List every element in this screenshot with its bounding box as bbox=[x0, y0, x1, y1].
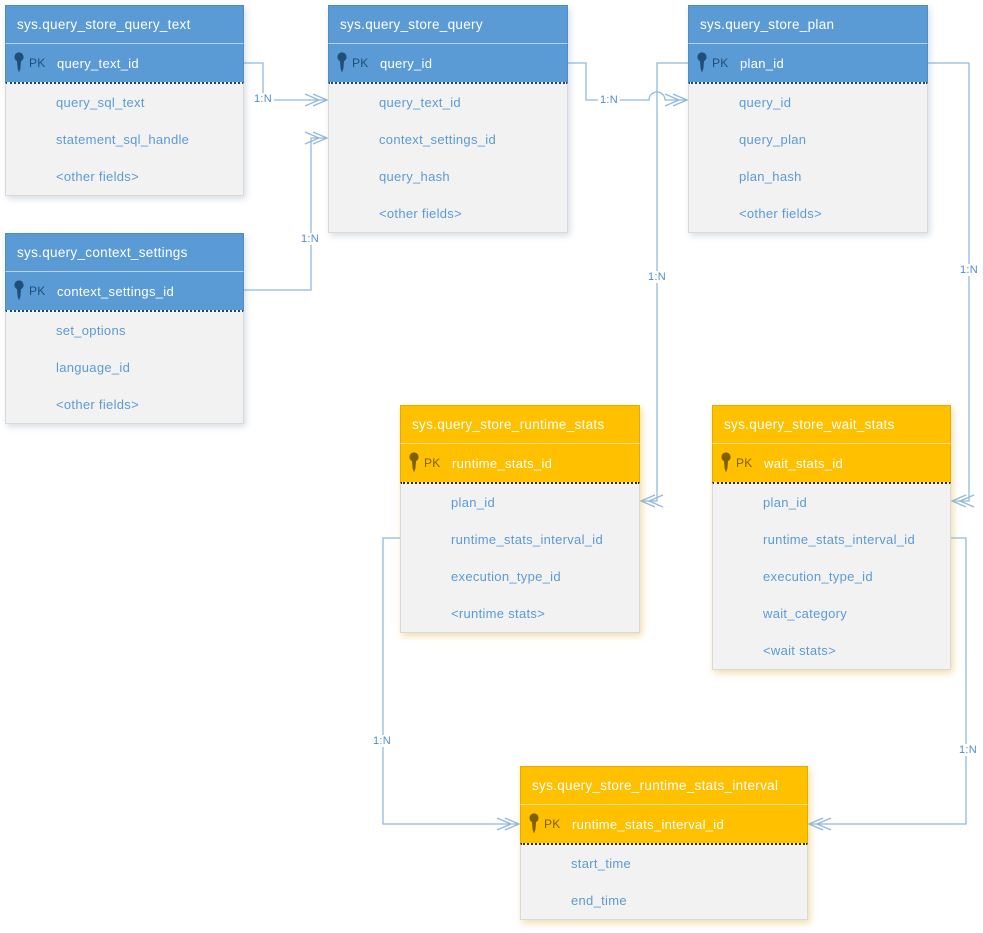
many-arrow-icon bbox=[664, 93, 689, 107]
field-row: set_options bbox=[56, 323, 126, 338]
entity-title: sys.query_store_runtime_stats_interval bbox=[520, 766, 808, 805]
pk-badge: PK bbox=[544, 817, 561, 831]
many-arrow-icon bbox=[639, 494, 664, 508]
pk-row: PK query_text_id bbox=[5, 44, 244, 82]
field-row: <other fields> bbox=[56, 397, 139, 412]
field-row: query_sql_text bbox=[56, 95, 145, 110]
primary-key-icon bbox=[529, 812, 539, 833]
field-row: start_time bbox=[571, 856, 632, 871]
connector-line bbox=[568, 62, 686, 101]
pk-badge: PK bbox=[736, 456, 753, 470]
entity-query-store-wait-stats[interactable]: sys.query_store_wait_stats PK wait_stats… bbox=[712, 405, 951, 670]
many-arrow-icon bbox=[950, 494, 975, 508]
cardinality-label: 1:N bbox=[370, 735, 394, 747]
field-row: <other fields> bbox=[56, 169, 139, 184]
field-list: plan_id runtime_stats_interval_id executio… bbox=[712, 482, 951, 670]
pk-row: PK plan_id bbox=[688, 44, 928, 82]
field-row: execution_type_id bbox=[451, 569, 561, 584]
entity-title: sys.query_store_wait_stats bbox=[712, 405, 951, 444]
field-row: plan_id bbox=[451, 495, 496, 510]
pk-field-name: context_settings_id bbox=[57, 283, 174, 299]
primary-key-icon bbox=[721, 451, 731, 472]
cardinality-label: 1:N bbox=[251, 93, 275, 105]
field-list: start_time end_time bbox=[520, 843, 808, 920]
field-list: query_text_id context_settings_id query_ha… bbox=[328, 82, 568, 233]
field-row: plan_hash bbox=[739, 169, 802, 184]
field-row: execution_type_id bbox=[763, 569, 873, 584]
cardinality-label: 1:N bbox=[645, 271, 669, 283]
field-row: <runtime stats> bbox=[451, 606, 546, 621]
pk-field-name: wait_stats_id bbox=[764, 455, 844, 471]
field-list: plan_id runtime_stats_interval_id executio… bbox=[400, 482, 640, 633]
field-row: plan_id bbox=[763, 495, 808, 510]
primary-key-icon bbox=[14, 51, 24, 72]
primary-key-icon bbox=[697, 51, 707, 72]
pk-row: PK runtime_stats_interval_id bbox=[520, 805, 808, 843]
field-row: query_hash bbox=[379, 169, 450, 184]
entity-query-store-plan[interactable]: sys.query_store_plan PK plan_id query_id… bbox=[688, 5, 928, 233]
cardinality-label: 1:N bbox=[957, 264, 981, 276]
entity-query-store-runtime-stats[interactable]: sys.query_store_runtime_stats PK runtime… bbox=[400, 405, 640, 633]
entity-query-store-query[interactable]: sys.query_store_query PK query_id query_… bbox=[328, 5, 568, 233]
field-row: <wait stats> bbox=[763, 643, 836, 658]
cardinality-label: 1:N bbox=[597, 94, 621, 106]
field-list: set_options language_id <other fields> bbox=[5, 310, 244, 424]
pk-badge: PK bbox=[424, 456, 441, 470]
many-arrow-icon bbox=[807, 817, 832, 831]
field-row: wait_category bbox=[763, 606, 848, 621]
pk-row: PK query_id bbox=[328, 44, 568, 82]
field-row: runtime_stats_interval_id bbox=[763, 532, 916, 547]
entity-title: sys.query_store_query_text bbox=[5, 5, 244, 44]
field-row: <other fields> bbox=[739, 206, 822, 221]
pk-field-name: runtime_stats_interval_id bbox=[572, 816, 725, 832]
entity-title: sys.query_context_settings bbox=[5, 233, 244, 272]
cardinality-label: 1:N bbox=[298, 233, 322, 245]
pk-row: PK context_settings_id bbox=[5, 272, 244, 310]
field-row: <other fields> bbox=[379, 206, 462, 221]
field-row: end_time bbox=[571, 893, 627, 908]
field-row: query_id bbox=[739, 95, 792, 110]
pk-field-name: runtime_stats_id bbox=[452, 455, 553, 471]
entity-query-context-settings[interactable]: sys.query_context_settings PK context_se… bbox=[5, 233, 244, 424]
field-list: query_id query_plan plan_hash <other fields… bbox=[688, 82, 928, 233]
pk-row: PK runtime_stats_id bbox=[400, 444, 640, 482]
pk-badge: PK bbox=[352, 56, 369, 70]
entity-title: sys.query_store_runtime_stats bbox=[400, 405, 640, 444]
pk-field-name: plan_id bbox=[740, 55, 785, 71]
field-row: context_settings_id bbox=[379, 132, 496, 147]
field-row: query_text_id bbox=[379, 95, 461, 110]
pk-badge: PK bbox=[712, 56, 729, 70]
primary-key-icon bbox=[337, 51, 347, 72]
field-list: query_sql_text statement_sql_handle <other… bbox=[5, 82, 244, 196]
field-row: language_id bbox=[56, 360, 131, 375]
entity-title: sys.query_store_plan bbox=[688, 5, 928, 44]
many-arrow-icon bbox=[304, 93, 329, 107]
entity-query-store-query-text[interactable]: sys.query_store_query_text PK query_text… bbox=[5, 5, 244, 196]
field-row: runtime_stats_interval_id bbox=[451, 532, 604, 547]
field-row: statement_sql_handle bbox=[56, 132, 190, 147]
entity-query-store-runtime-stats-interval[interactable]: sys.query_store_runtime_stats_interval P… bbox=[520, 766, 808, 920]
entity-title: sys.query_store_query bbox=[328, 5, 568, 44]
pk-row: PK wait_stats_id bbox=[712, 444, 951, 482]
field-row: query_plan bbox=[739, 132, 807, 147]
many-arrow-icon bbox=[496, 817, 521, 831]
pk-field-name: query_text_id bbox=[57, 55, 139, 71]
pk-badge: PK bbox=[29, 284, 46, 298]
primary-key-icon bbox=[14, 279, 24, 300]
pk-field-name: query_id bbox=[380, 55, 433, 71]
pk-badge: PK bbox=[29, 56, 46, 70]
primary-key-icon bbox=[409, 451, 419, 472]
many-arrow-icon bbox=[304, 131, 329, 145]
connector-line bbox=[244, 137, 326, 291]
cardinality-label: 1:N bbox=[956, 744, 980, 756]
